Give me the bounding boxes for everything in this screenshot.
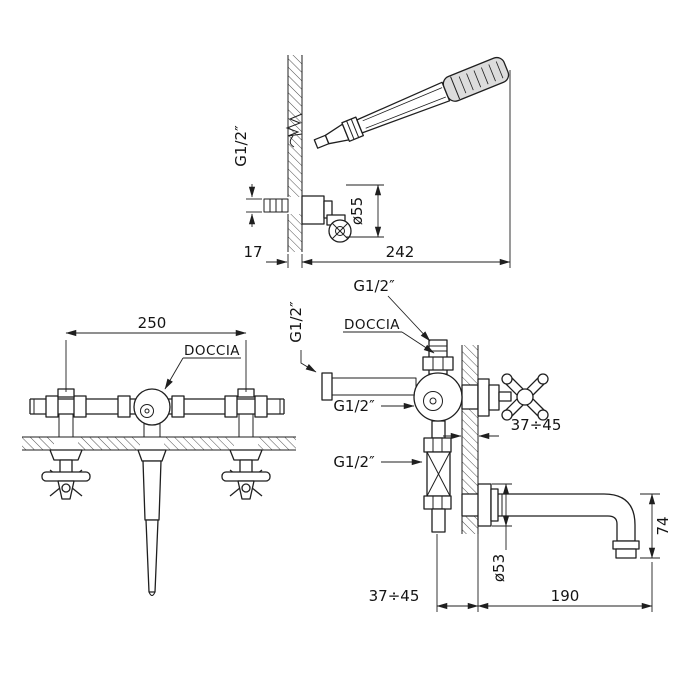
mixer-body: [413, 372, 463, 422]
dim-spout-reach-190: 190: [551, 587, 580, 605]
shower-outlet-pipe: [422, 339, 454, 375]
dim-wall-thickness-17: 17: [243, 243, 262, 261]
label-thread-body-connection: G1/2″: [333, 397, 375, 415]
dim-spout-drop-74: 74: [654, 516, 672, 535]
handle-stem: [498, 391, 512, 402]
hand-shower: [313, 56, 510, 149]
wall-section-side: [461, 345, 479, 534]
label-doccia-side-view: DOCCIA: [344, 317, 400, 333]
check-valve-assembly: [423, 420, 452, 533]
dimensions-top-view: G1/2″ 17 242 ø55: [232, 70, 511, 268]
dim-valve-centers-250: 250: [138, 314, 167, 332]
spout-outlet-ring: [612, 540, 640, 550]
inlet-flange: [321, 372, 333, 401]
handle-knob: [501, 373, 513, 385]
dim-holder-diameter-55: ø55: [348, 197, 366, 225]
dimensions-side-view: G1/2″ DOCCIA G1/2″ G1/2″ G1/2″ 37÷45: [287, 277, 561, 471]
mixer-bar: [29, 388, 285, 437]
wall-hook: [285, 113, 303, 148]
tub-spout-front: [137, 449, 167, 596]
shower-holder: [263, 195, 352, 243]
label-thread-shower-outlet: G1/2″: [353, 277, 395, 295]
shower-handle: [356, 81, 451, 134]
handle-hub: [516, 388, 534, 406]
handle-knob: [537, 373, 549, 385]
handle-escutcheon: [477, 378, 512, 417]
cross-handle-front: [221, 471, 271, 482]
dim-embed-depth-range-side: 37÷45: [511, 416, 562, 434]
dim-embed-depth-range-bottom: 37÷45: [369, 587, 420, 605]
right-valve-front: [221, 449, 271, 500]
spout-side-view: [461, 483, 640, 559]
label-thread-holder-inlet: G1/2″: [232, 125, 250, 167]
dimensions-front-view: 250 DOCCIA: [65, 314, 247, 392]
wall-band-front: [22, 436, 296, 451]
shower-head: [442, 56, 510, 102]
dim-handshower-reach-242: 242: [386, 243, 415, 261]
top-view-hand-shower: [263, 56, 510, 243]
spout-escutcheon: [477, 483, 492, 527]
handle-knob: [501, 409, 513, 421]
spout-aerator: [615, 548, 637, 559]
wall-section-top: [287, 55, 303, 252]
handle-knob: [537, 409, 549, 421]
label-doccia-front-view: DOCCIA: [184, 343, 240, 359]
inlet-pipe-left: [321, 372, 417, 401]
dimensions-spout: 74 ø53 37÷45 190: [369, 483, 672, 612]
side-view-mixer: [321, 339, 549, 533]
front-view-mixer: [22, 388, 296, 596]
holder-body: [301, 195, 325, 225]
left-valve-front: [41, 449, 91, 500]
label-thread-inlet-pipe: G1/2″: [287, 301, 305, 343]
through-wall-pipe: [461, 384, 479, 410]
hose-elbow: [328, 219, 352, 243]
cross-handle-front: [41, 471, 91, 482]
outlet-nut: [422, 356, 454, 371]
cross-handle-side: [501, 373, 549, 421]
label-thread-spout-valve: G1/2″: [333, 453, 375, 471]
dim-escutcheon-diameter-53: ø53: [490, 554, 508, 582]
